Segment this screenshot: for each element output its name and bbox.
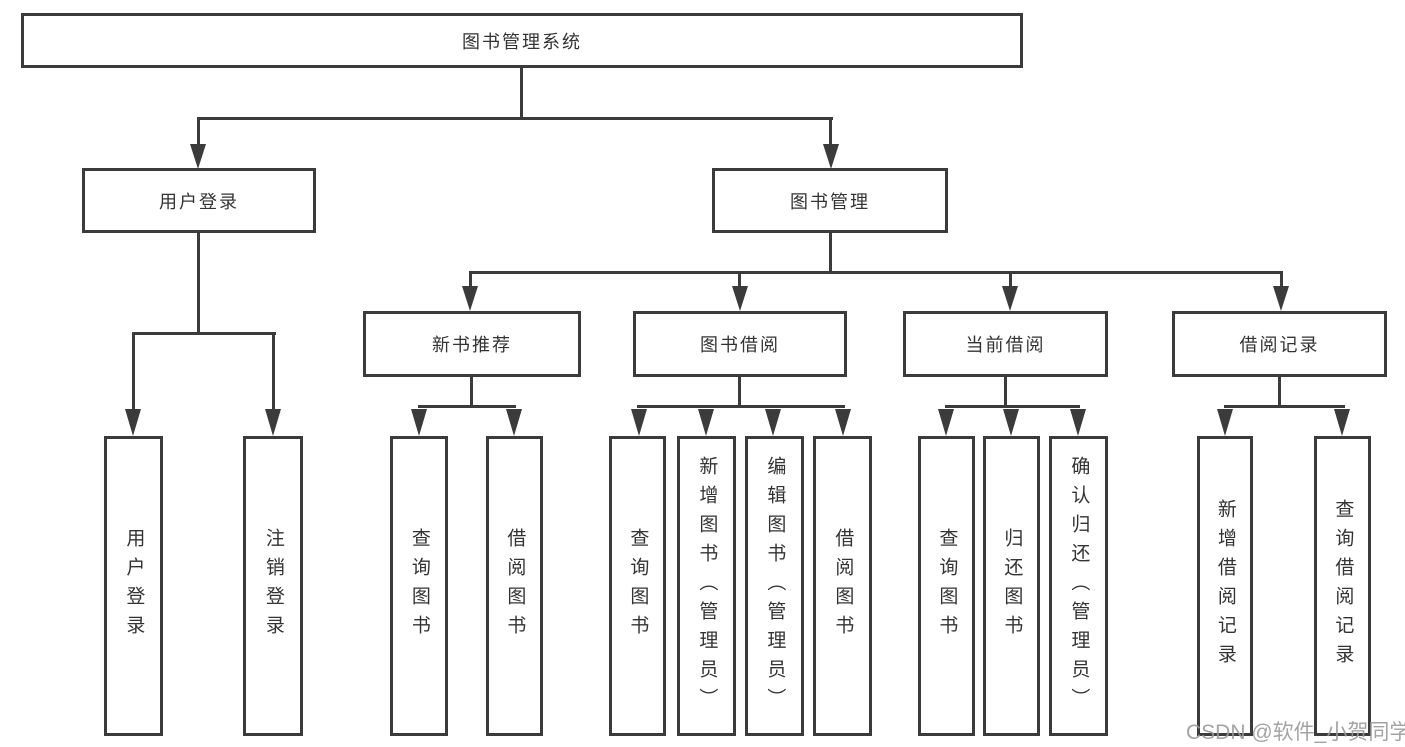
leaf-query-books: 查询图书	[918, 436, 975, 736]
leaf-logout: 注销登录	[243, 436, 303, 736]
connector-line	[1009, 271, 1012, 288]
node-new-book-recommend-label: 新书推荐	[432, 335, 512, 355]
arrow-down-icon	[1273, 286, 1289, 311]
arrow-down-icon	[938, 409, 954, 436]
arrow-down-icon	[698, 409, 714, 436]
arrow-down-icon	[1334, 409, 1350, 436]
connector-line	[738, 271, 741, 288]
leaf-label: 归还图书	[1001, 528, 1023, 644]
arrow-down-icon	[631, 409, 647, 436]
leaf-add-books-admin: 新增图书（管理员）	[677, 436, 736, 736]
connector-line	[197, 232, 200, 335]
connector-line	[945, 405, 1080, 408]
connector-line	[829, 117, 832, 147]
node-book-management-label: 图书管理	[790, 191, 870, 212]
arrow-down-icon	[1002, 286, 1018, 311]
node-current-borrow-label: 当前借阅	[965, 335, 1046, 355]
arrow-down-icon	[265, 409, 281, 436]
connector-line	[132, 332, 276, 335]
arrow-down-icon	[1217, 409, 1233, 436]
leaf-user-login: 用户登录	[104, 436, 163, 736]
leaf-query-books: 查询图书	[390, 436, 448, 736]
leaf-borrow-books: 借阅图书	[486, 436, 543, 736]
arrow-down-icon	[462, 286, 478, 311]
connector-line	[469, 271, 1283, 274]
leaf-label: 查询图书	[627, 528, 649, 644]
node-root-label: 图书管理系统	[462, 31, 582, 52]
arrow-down-icon	[190, 144, 206, 169]
node-new-book-recommend: 新书推荐	[363, 311, 581, 377]
leaf-label: 新增图书（管理员）	[696, 455, 718, 717]
arrow-down-icon	[506, 409, 522, 436]
node-user-login-label: 用户登录	[159, 191, 239, 212]
leaf-query-borrow-record: 查询借阅记录	[1314, 436, 1371, 736]
connector-line	[469, 271, 472, 288]
arrow-down-icon	[835, 409, 851, 436]
connector-line	[637, 405, 845, 408]
node-book-management: 图书管理	[712, 168, 948, 233]
arrow-down-icon	[1003, 409, 1019, 436]
arrow-down-icon	[1070, 409, 1086, 436]
connector-line	[1004, 377, 1007, 408]
connector-line	[470, 377, 473, 408]
node-book-borrow-label: 图书借阅	[700, 335, 780, 355]
leaf-query-books: 查询图书	[609, 436, 666, 736]
leaf-borrow-books: 借阅图书	[813, 436, 872, 736]
arrow-down-icon	[125, 409, 141, 436]
leaf-label: 借阅图书	[832, 528, 854, 644]
leaf-confirm-return-admin: 确认归还（管理员）	[1049, 436, 1108, 736]
connector-line	[197, 117, 200, 147]
connector-line	[272, 332, 275, 412]
leaf-label: 注销登录	[262, 528, 284, 644]
watermark: CSDN @软件_小贺同学	[1186, 721, 1405, 744]
leaf-label: 借阅图书	[504, 528, 526, 644]
arrow-down-icon	[411, 409, 427, 436]
connector-line	[1224, 405, 1345, 408]
node-current-borrow: 当前借阅	[903, 311, 1108, 377]
arrow-down-icon	[765, 409, 781, 436]
connector-line	[1280, 271, 1283, 288]
leaf-label: 查询图书	[408, 528, 430, 644]
node-user-login: 用户登录	[82, 168, 316, 233]
leaf-label: 编辑图书（管理员）	[764, 455, 786, 717]
leaf-return-books: 归还图书	[983, 436, 1040, 736]
connector-line	[132, 332, 135, 412]
leaf-label: 查询图书	[936, 528, 958, 644]
connector-line	[829, 232, 832, 274]
connector-line	[520, 68, 523, 120]
leaf-label: 确认归还（管理员）	[1068, 455, 1090, 717]
node-root: 图书管理系统	[21, 13, 1023, 68]
node-borrow-record-label: 借阅记录	[1239, 335, 1320, 355]
leaf-label: 查询借阅记录	[1332, 499, 1354, 673]
arrow-down-icon	[732, 286, 748, 311]
connector-line	[1278, 377, 1281, 408]
leaf-add-borrow-record: 新增借阅记录	[1197, 436, 1253, 736]
leaf-label: 新增借阅记录	[1214, 499, 1236, 673]
arrow-down-icon	[823, 144, 839, 169]
connector-line	[738, 377, 741, 408]
leaf-edit-books-admin: 编辑图书（管理员）	[745, 436, 804, 736]
connector-line	[197, 117, 833, 120]
node-book-borrow: 图书借阅	[633, 311, 847, 377]
node-borrow-record: 借阅记录	[1172, 311, 1387, 377]
connector-line	[418, 405, 516, 408]
leaf-label: 用户登录	[123, 528, 145, 644]
